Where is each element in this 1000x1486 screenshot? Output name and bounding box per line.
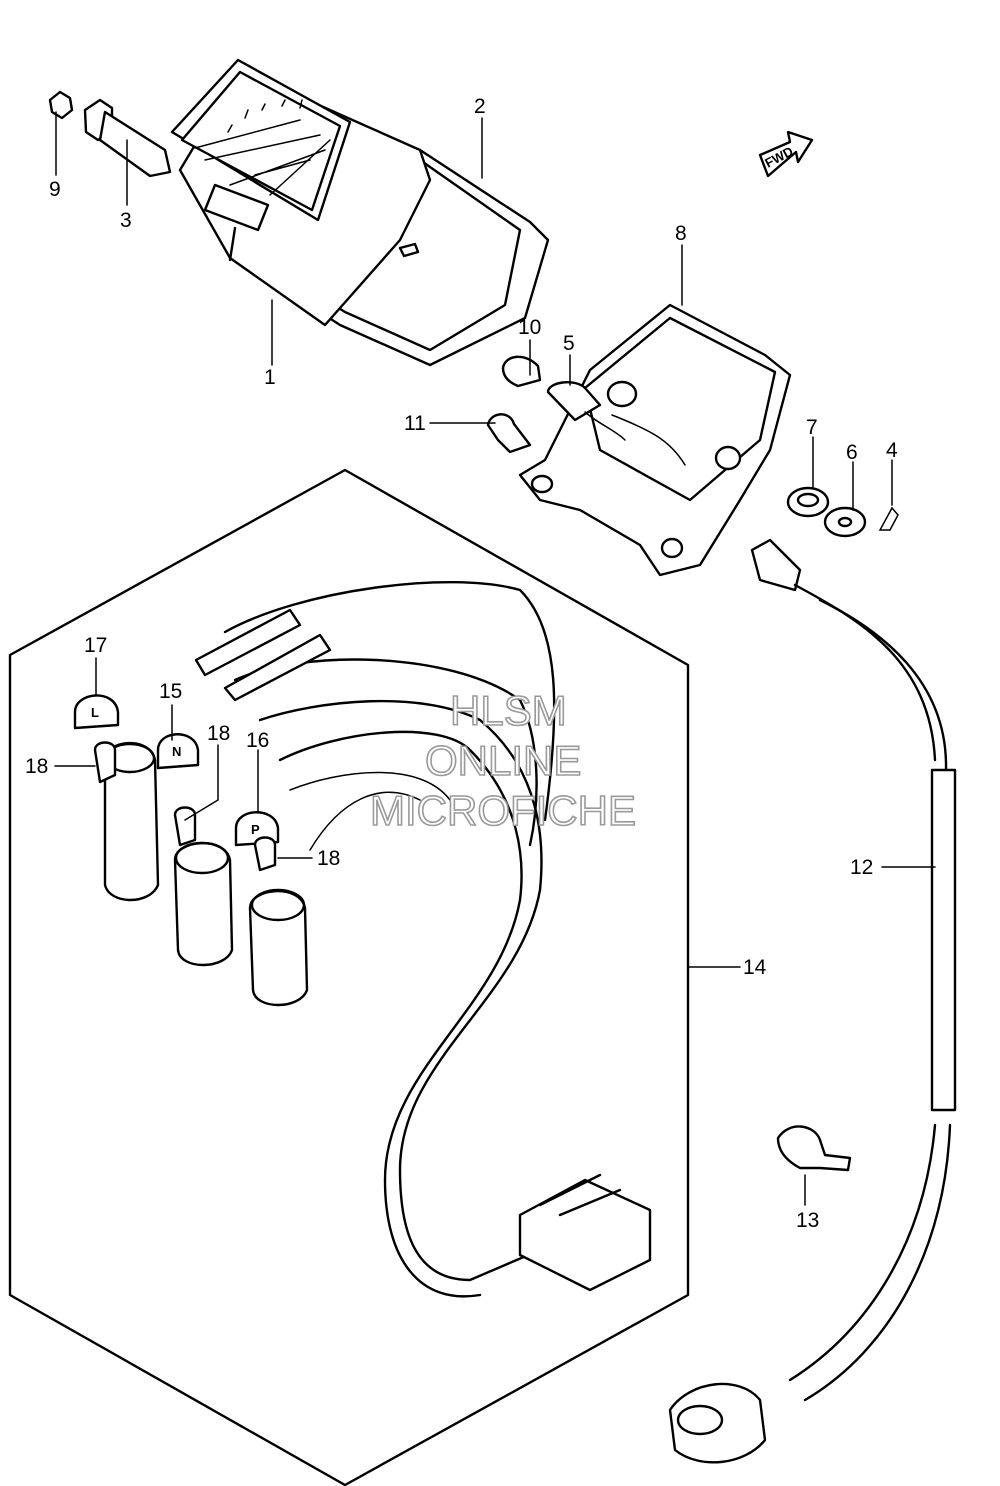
bolt-and-gear	[48, 90, 172, 178]
callout-9: 9	[49, 178, 61, 201]
callout-7: 7	[806, 416, 818, 439]
callout-12: 12	[850, 856, 873, 879]
leader-lines	[54, 111, 936, 1206]
callout-18-left: 18	[25, 755, 48, 778]
callout-13: 13	[796, 1209, 819, 1232]
watermark: HLSM ONLINE MICROFICHE	[369, 686, 637, 835]
bulb-socket-screw	[486, 355, 626, 454]
callout-10: 10	[518, 316, 541, 339]
callout-labels: 1 2 3 4 5 6 7 8 9 10 11 12 13 14 15 16 1…	[25, 95, 898, 1232]
grommet-washer-clip	[786, 486, 899, 538]
indicator-mark-l: L	[91, 705, 99, 720]
speedometer-assembly	[170, 58, 550, 367]
callout-1: 1	[264, 366, 276, 389]
indicator-mark-p: P	[251, 822, 260, 837]
indicator-mark-n: N	[172, 744, 181, 759]
callout-17: 17	[84, 634, 107, 657]
fwd-arrow: FWD	[758, 130, 814, 178]
callout-16: 16	[246, 729, 269, 752]
watermark-line-1: HLSM	[450, 687, 567, 734]
callout-5: 5	[563, 332, 575, 355]
speedometer-cable	[668, 538, 957, 1464]
callout-6: 6	[846, 441, 858, 464]
callout-11: 11	[404, 412, 426, 435]
callout-8: 8	[675, 222, 687, 245]
callout-15: 15	[159, 680, 182, 703]
callout-14: 14	[743, 956, 767, 979]
callout-4: 4	[886, 439, 898, 462]
callout-2: 2	[474, 95, 486, 118]
wiring-harness-group: L N P	[8, 468, 690, 1486]
meter-bracket	[518, 303, 792, 577]
watermark-line-2: ONLINE	[425, 737, 581, 784]
watermark-line-3: MICROFICHE	[370, 787, 636, 834]
cable-clamp	[776, 1125, 852, 1172]
callout-3: 3	[120, 209, 132, 232]
callout-18-middle: 18	[207, 722, 230, 745]
callout-18-right: 18	[317, 847, 340, 870]
